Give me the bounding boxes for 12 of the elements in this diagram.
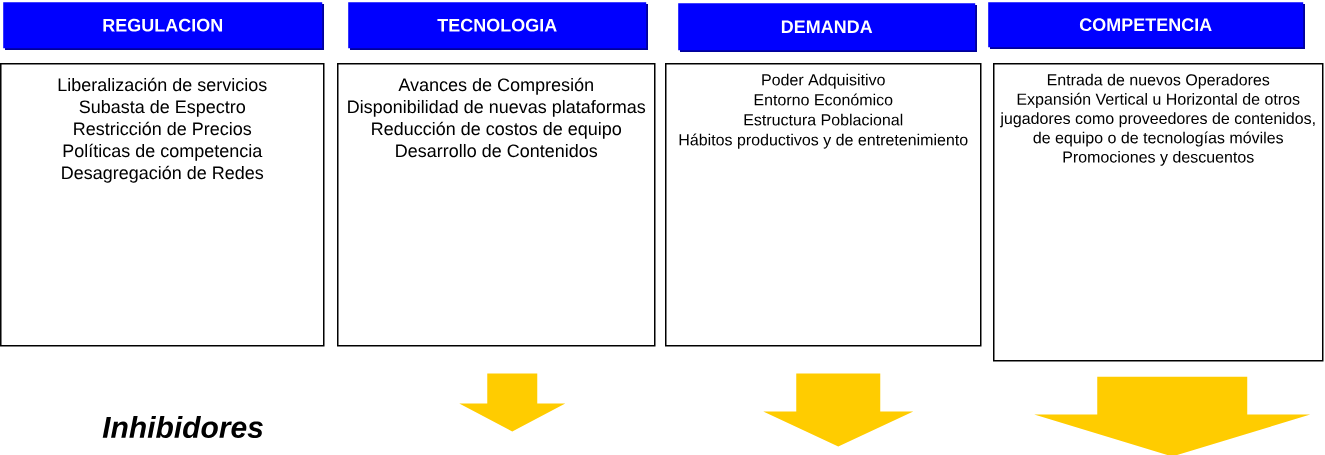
block-arrow xyxy=(1034,376,1311,455)
header-bar: COMPETENCIA xyxy=(988,2,1305,49)
block-arrow xyxy=(459,373,566,432)
text-box: Poder Adquisitivo Entorno Económico Estructura Poblacional Hábitos productivos y de entretenimiento xyxy=(665,63,982,347)
header-bar: TECNOLOGIA xyxy=(348,2,648,50)
side-label: Inhibidores xyxy=(102,415,263,438)
header-bar: REGULACION xyxy=(3,2,324,50)
text-box: Avances de Compresión Disponibilidad de nuevas plataformas Reducción de costos de equipo Desarrollo de Contenidos xyxy=(337,63,656,347)
text-box: Entrada de nuevos Operadores Expansión Vertical u Horizontal de otros jugadores como proveedores de contenidos, de equipo o de tecnologías móviles Promociones y descuentos xyxy=(993,63,1324,362)
header-bar: DEMANDA xyxy=(678,3,977,52)
block-arrow xyxy=(763,373,914,447)
text-box: Liberalización de servicios Subasta de Espectro Restricción de Precios Políticas de competencia Desagregación de Redes xyxy=(0,63,325,347)
